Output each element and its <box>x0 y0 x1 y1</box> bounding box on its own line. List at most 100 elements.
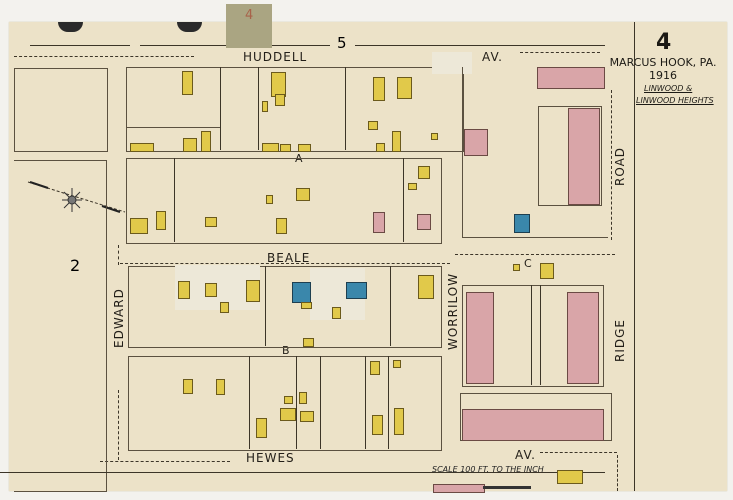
district-label-2: LINWOOD HEIGHTS <box>636 96 714 105</box>
brick-row-houses <box>462 409 604 441</box>
binder-clip <box>58 22 83 32</box>
frame-building <box>262 143 279 152</box>
year-label: 1916 <box>649 69 677 82</box>
district-label-1: LINWOOD & <box>644 84 693 93</box>
street-av-top: AV. <box>482 50 503 64</box>
lot-line <box>388 356 389 449</box>
frame-building <box>394 408 404 435</box>
block-outline <box>128 356 442 451</box>
frame-building <box>183 379 193 394</box>
water-main <box>455 254 615 255</box>
special-building <box>514 214 530 233</box>
water-main <box>540 452 617 453</box>
street-huddell: HUDDELL <box>243 50 308 64</box>
frame-building <box>418 166 430 179</box>
frame-building <box>373 77 385 101</box>
brick-building <box>417 214 431 230</box>
lot-line <box>265 266 266 346</box>
frame-building <box>280 408 296 421</box>
frame-building <box>418 275 434 299</box>
lot-line <box>249 356 250 449</box>
block-outline <box>462 67 608 238</box>
lot-outline <box>538 106 602 206</box>
rail-line <box>355 45 605 46</box>
frame-building <box>178 281 190 299</box>
lot-line <box>390 266 391 346</box>
sheet-index-tab: 4 <box>226 4 272 48</box>
water-main <box>118 245 119 265</box>
scale-label: SCALE 100 FT. TO THE INCH <box>432 465 544 474</box>
brick-row-houses <box>537 67 605 89</box>
lot-line <box>403 158 404 242</box>
street-av-bottom: AV. <box>515 448 536 462</box>
special-building <box>346 282 367 299</box>
sheet-border-line <box>634 22 635 491</box>
sheet-number: 4 <box>656 30 672 55</box>
frame-building <box>393 360 401 368</box>
water-main <box>520 52 600 53</box>
location-label: MARCUS HOOK, PA. <box>609 56 717 69</box>
brick-building <box>373 212 385 233</box>
water-main <box>118 390 119 460</box>
frame-building <box>266 195 273 204</box>
street-worrilow: WORRILOW <box>446 272 460 350</box>
frame-building <box>182 71 193 95</box>
frame-building <box>284 396 293 404</box>
special-building <box>292 282 311 303</box>
frame-building <box>431 133 438 140</box>
frame-building <box>397 77 412 99</box>
brick-row-houses <box>466 292 494 384</box>
street-edward: EDWARD <box>112 288 126 348</box>
frame-building <box>332 307 341 319</box>
brick-row-houses <box>567 292 599 384</box>
frame-building <box>205 283 217 297</box>
water-main <box>100 461 230 462</box>
frame-building <box>299 392 307 404</box>
block-outline <box>126 158 442 244</box>
lot-line <box>258 67 259 150</box>
lot-outline <box>14 160 107 492</box>
lot-line <box>220 67 221 150</box>
lot-line <box>320 356 321 449</box>
frame-building <box>275 94 285 106</box>
frame-building <box>276 218 287 234</box>
frame-building <box>201 131 211 152</box>
water-main <box>617 455 618 491</box>
frame-building <box>205 217 217 227</box>
block-outline <box>128 266 442 348</box>
frame-building <box>540 263 554 279</box>
frame-building <box>300 411 314 422</box>
block-c-outline <box>462 285 604 387</box>
adjacent-sheet-2: 2 <box>70 256 81 275</box>
rail-line <box>0 472 605 473</box>
frame-building <box>368 121 378 130</box>
street-road: ROAD <box>613 146 627 186</box>
frame-building <box>296 188 310 201</box>
frame-building <box>246 280 260 302</box>
street-beale: BEALE <box>267 251 311 265</box>
frame-building <box>370 361 380 375</box>
map-title: MARCUS HOOK, PA. 1916 <box>604 56 722 82</box>
street-ridge: RIDGE <box>613 319 627 362</box>
frame-building <box>220 302 229 313</box>
rail-line <box>30 45 130 46</box>
lot-line <box>365 356 366 449</box>
frame-building <box>280 144 291 152</box>
scale-bar <box>433 484 531 493</box>
water-main <box>611 90 612 240</box>
frame-building <box>216 379 225 395</box>
lot-line <box>345 67 346 150</box>
frame-building <box>408 183 417 190</box>
frame-building <box>301 302 312 309</box>
adjacent-sheet-5: 5 <box>337 34 347 52</box>
frame-building <box>262 101 268 112</box>
frame-building <box>156 211 166 230</box>
frame-building <box>130 218 148 234</box>
lot-line <box>531 285 532 385</box>
lot-outline <box>14 68 108 152</box>
frame-building <box>513 264 520 271</box>
block-label-c: C <box>524 257 533 270</box>
street-hewes: HEWES <box>246 451 295 465</box>
water-main <box>14 56 194 57</box>
frame-building <box>256 418 267 438</box>
